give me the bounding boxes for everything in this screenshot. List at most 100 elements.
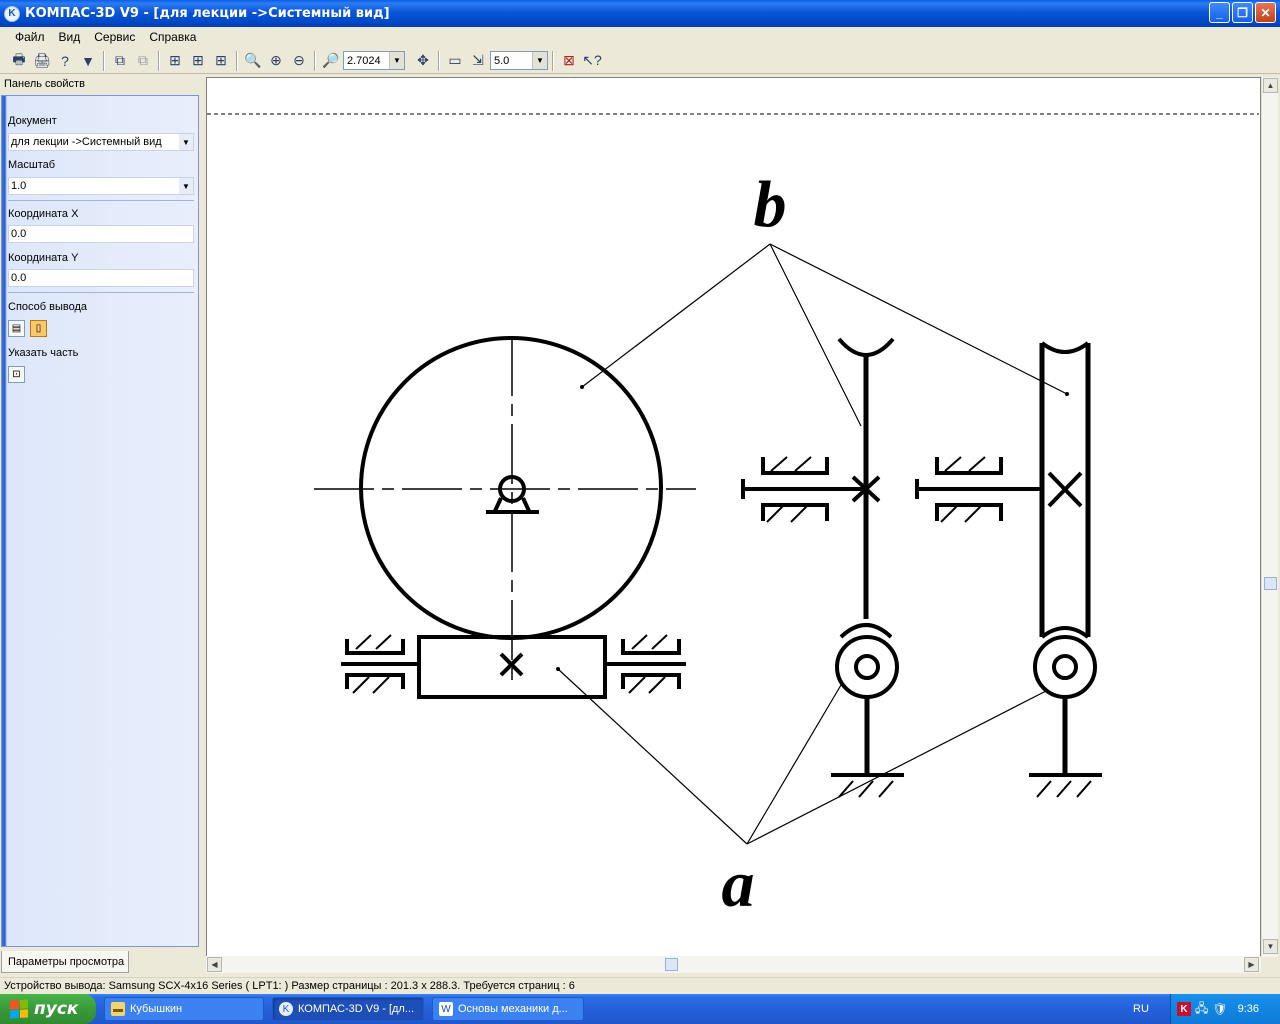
coordinate-y-field[interactable]: 0.0 (8, 269, 194, 287)
status-bar: Устройство вывода: Samsung SCX-4x16 Seri… (0, 977, 1280, 994)
label-b: b (754, 168, 787, 241)
chevron-down-icon[interactable]: ▼ (389, 52, 404, 69)
word-icon: W (439, 1002, 453, 1016)
drawing-canvas[interactable]: b a (206, 77, 1261, 957)
sheet-grid-3-icon[interactable]: ⊞ (215, 52, 227, 68)
help-icon[interactable]: ? (61, 52, 69, 69)
filter-icon[interactable]: ▼ (81, 52, 95, 69)
panel-header: Панель свойств (4, 78, 85, 90)
menu-view[interactable]: Вид (58, 30, 81, 44)
wheel-hinge (498, 475, 526, 503)
sheet-grid-1-icon[interactable]: ⊞ (169, 52, 181, 68)
scroll-thumb[interactable] (665, 958, 678, 971)
window-title: КОМПАС-3D V9 - [для лекции ->Системный в… (25, 6, 390, 21)
coordinate-x-label: Координата X (8, 208, 79, 220)
scroll-left-icon[interactable]: ◀ (207, 957, 222, 972)
right-mechanism (915, 341, 1102, 798)
document-value: для лекции ->Системный вид (11, 136, 162, 148)
window-controls: _ ❐ ✕ (1209, 2, 1276, 23)
print-icon[interactable]: 🖶 (12, 50, 26, 67)
step-combo[interactable]: 5.0 ▼ (490, 51, 548, 70)
wheel-assembly (314, 336, 696, 699)
restore-button[interactable]: ❐ (1232, 2, 1253, 23)
document-label: Документ (8, 115, 57, 127)
output-page-icon[interactable]: ▤ (8, 320, 25, 337)
coordinate-x-value: 0.0 (11, 228, 27, 240)
task-label: КОМПАС-3D V9 - [дл... (298, 1003, 415, 1015)
close-preview-icon[interactable]: ⊠ (563, 52, 575, 68)
zoom-scale-icon[interactable]: 🔎 (322, 52, 340, 68)
minimize-button[interactable]: _ (1209, 2, 1230, 23)
kompas-logo-icon: K (4, 5, 20, 22)
specify-part-icon[interactable]: ⊡ (8, 366, 25, 383)
start-label: пуск (34, 999, 79, 1019)
windows-logo-icon (10, 999, 28, 1019)
task-folder[interactable]: ▬ Кубышкин (104, 997, 264, 1021)
output-sheet-icon[interactable]: ▯ (30, 320, 47, 337)
scale-select[interactable]: 1.0 ▼ (8, 177, 194, 195)
toolbar-separator (158, 50, 160, 71)
kinematic-drawing: b a (207, 113, 1259, 921)
coordinate-y-label: Координата Y (8, 252, 79, 264)
task-word[interactable]: W Основы механики д... (432, 997, 584, 1021)
title-bar: K КОМПАС-3D V9 - [для лекции ->Системный… (0, 0, 1280, 27)
leader-dot (1065, 392, 1069, 396)
zoom-out-icon[interactable]: ⊖ (293, 52, 305, 68)
print-setup-icon[interactable]: 🖨 (33, 52, 51, 68)
scroll-thumb[interactable] (1264, 577, 1277, 590)
toolbar-separator (236, 50, 238, 71)
close-button[interactable]: ✕ (1255, 2, 1276, 23)
task-kompas[interactable]: K КОМПАС-3D V9 - [дл... (272, 997, 424, 1021)
coordinate-y-value: 0.0 (11, 272, 27, 284)
toolbar-separator (552, 50, 554, 71)
pan-icon[interactable]: ✥ (417, 52, 429, 68)
scroll-up-icon[interactable]: ▲ (1263, 78, 1278, 93)
menu-bar: Файл Вид Сервис Справка (0, 27, 1280, 47)
antivirus-icon[interactable]: K (1177, 1002, 1191, 1016)
output-method-label: Способ вывода (8, 301, 87, 313)
language-indicator[interactable]: RU (1133, 1003, 1149, 1015)
chevron-down-icon[interactable]: ▼ (179, 178, 193, 194)
leader-dot (556, 667, 560, 671)
wheel-circle (359, 336, 663, 640)
step-icon[interactable]: ⇲ (472, 52, 484, 68)
coordinate-x-field[interactable]: 0.0 (8, 225, 194, 243)
properties-panel: Панель свойств Документ для лекции ->Сис… (0, 75, 200, 975)
clock: 9:36 (1237, 1003, 1260, 1015)
toolbar: 🖶 🖨 ? ▼ ⧉ ⧉ ⊞ ⊞ ⊞ 🔍 ⊕ ⊖ 🔎 2.7024 ▼ ✥ ▭ ⇲… (0, 48, 1280, 74)
scale-value: 1.0 (11, 180, 27, 192)
zoom-in-icon[interactable]: ⊕ (270, 52, 282, 68)
sheet-icon[interactable]: ▭ (448, 52, 462, 68)
start-button[interactable]: пуск (0, 994, 96, 1024)
menu-service[interactable]: Сервис (94, 30, 136, 44)
panel-body: Документ для лекции ->Системный вид ▼ Ма… (1, 95, 199, 947)
tab-view-parameters[interactable]: Параметры просмотра (1, 951, 129, 973)
toolbar-separator (438, 50, 440, 71)
task-label: Кубышкин (130, 1003, 183, 1015)
document-select[interactable]: для лекции ->Системный вид ▼ (8, 133, 194, 151)
folder-icon: ▬ (111, 1002, 125, 1016)
security-icon[interactable]: 🛡 (1212, 1002, 1228, 1016)
horizontal-scrollbar[interactable]: ◀ ▶ (206, 956, 1261, 973)
scroll-down-icon[interactable]: ▼ (1263, 939, 1278, 954)
taskbar: пуск ▬ Кубышкин K КОМПАС-3D V9 - [дл... … (0, 994, 1280, 1024)
zoom-window-icon[interactable]: 🔍 (244, 52, 262, 68)
divider (8, 292, 194, 293)
step-value: 5.0 (494, 54, 510, 67)
context-help-icon[interactable]: ↖? (582, 52, 602, 68)
zoom-combo[interactable]: 2.7024 ▼ (343, 51, 405, 70)
arrange-icon[interactable]: ⧉ (115, 52, 125, 68)
menu-help[interactable]: Справка (149, 30, 197, 44)
vertical-scrollbar[interactable]: ▲ ▼ (1261, 77, 1278, 957)
chevron-down-icon[interactable]: ▼ (532, 52, 547, 69)
scroll-right-icon[interactable]: ▶ (1244, 957, 1259, 972)
scale-label: Масштаб (8, 159, 56, 171)
slider-block (417, 635, 607, 699)
arrange-disabled-icon[interactable]: ⧉ (138, 52, 148, 68)
network-icon[interactable]: 🖧 (1195, 1000, 1209, 1015)
system-tray: K 🖧 🛡 9:36 (1170, 994, 1280, 1024)
toolbar-separator (314, 50, 316, 71)
menu-file[interactable]: Файл (15, 30, 45, 44)
chevron-down-icon[interactable]: ▼ (179, 134, 193, 150)
sheet-grid-2-icon[interactable]: ⊞ (192, 52, 204, 68)
